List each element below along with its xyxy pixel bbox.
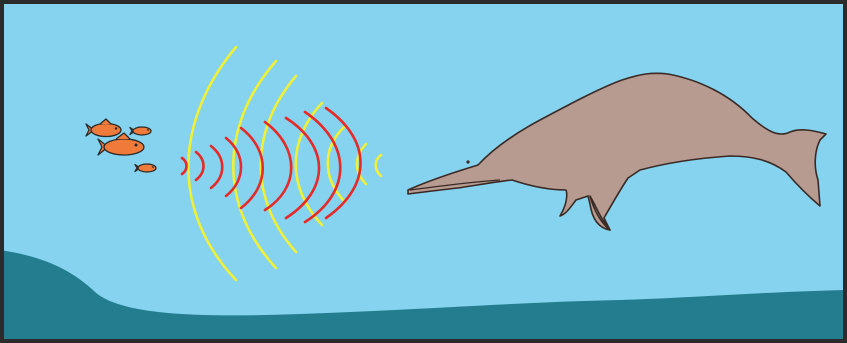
- dolphin-eye: [466, 160, 469, 163]
